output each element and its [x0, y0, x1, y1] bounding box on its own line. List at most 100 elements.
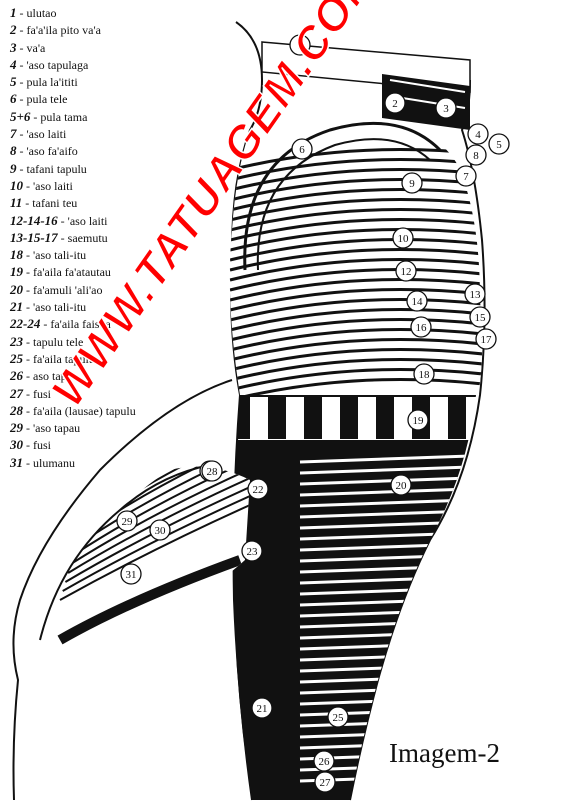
- checker-square: [268, 397, 286, 439]
- callout-number: 15: [475, 312, 487, 324]
- legend-item: 3 - va'a: [10, 39, 210, 56]
- legend-label: - 'aso fa'aifo: [16, 144, 78, 159]
- callout-6: 6: [291, 138, 313, 160]
- callout-number: 21: [257, 703, 268, 715]
- legend-label: - fa'aila tapulu: [23, 351, 95, 366]
- callout-13: 13: [464, 283, 486, 305]
- hip-stripe: [229, 228, 483, 252]
- hip-stripe: [229, 338, 483, 362]
- leg-stripe: [299, 454, 471, 464]
- legend-item: 13-15-17 - saemutu: [10, 229, 210, 246]
- legend-item: 12-14-16 - 'aso laiti: [10, 212, 210, 229]
- callout-number: 1: [297, 40, 303, 52]
- checker-square: [250, 397, 268, 439]
- legend-item: 1 - ulutao: [10, 4, 210, 21]
- legend-label: - 'aso laiti: [16, 127, 67, 142]
- legend-label: - aso tapau: [23, 369, 78, 384]
- callout-22: 22: [247, 478, 269, 500]
- checker-square: [322, 397, 340, 439]
- legend-label: - fa'aila faisua: [40, 317, 111, 332]
- callout-number: 6: [299, 144, 305, 156]
- legend-label: - fa'aila fa'atautau: [23, 265, 111, 280]
- callout-circle: [465, 144, 487, 166]
- callout-number: 31: [126, 569, 137, 581]
- legend-number: 27: [10, 385, 23, 401]
- legend-label: - fa'aila (lausae) tapulu: [23, 403, 136, 418]
- legend-item: 27 - fusi: [10, 385, 210, 402]
- legend-number: 29: [10, 420, 23, 436]
- back-leg-stripe: [70, 468, 250, 565]
- legend-item: 2 - fa'a'ila pito va'a: [10, 21, 210, 38]
- legend-item: 4 - 'aso tapulaga: [10, 56, 210, 73]
- legend-number: 13-15-17: [10, 229, 58, 245]
- callout-circle: [395, 260, 417, 282]
- callout-2: 2: [384, 92, 406, 114]
- callout-circle: [116, 510, 138, 532]
- legend-number: 9: [10, 160, 17, 176]
- hip-stripe: [229, 308, 483, 332]
- legend-item: 28 - fa'aila (lausae) tapulu: [10, 402, 210, 419]
- leg-stripe: [299, 498, 471, 508]
- legend-label: - 'aso laiti: [57, 213, 108, 228]
- legend-item: 9 - tafani tapulu: [10, 160, 210, 177]
- callout-number: 22: [253, 484, 264, 496]
- callout-number: 29: [122, 516, 134, 528]
- legend-number: 28: [10, 402, 23, 418]
- legend-item: 10 - 'aso laiti: [10, 177, 210, 194]
- hip-pattern: [229, 119, 483, 395]
- legend-number: 26: [10, 368, 23, 384]
- checker-square: [430, 397, 448, 439]
- callout-31: 31: [120, 563, 142, 585]
- callout-26: 26: [313, 750, 335, 772]
- legend-number: 8: [10, 143, 17, 159]
- callout-circle: [313, 750, 335, 772]
- legend-item: 25 - fa'aila tapulu: [10, 350, 210, 367]
- legend-label: - fusi: [23, 438, 51, 453]
- back-leg-stripe: [94, 466, 250, 484]
- leg-stripe: [299, 487, 471, 497]
- checker-square: [394, 397, 412, 439]
- hip-stripe: [229, 328, 483, 352]
- legend-number: 5: [10, 74, 17, 90]
- callout-circle: [488, 133, 510, 155]
- callout-circle: [407, 409, 429, 431]
- legend-item: 5+6 - pula tama: [10, 108, 210, 125]
- legend-item: 5 - pula la'ititi: [10, 73, 210, 90]
- hip-stripe: [229, 258, 483, 282]
- callout-circle: [469, 306, 491, 328]
- checker-square: [358, 397, 376, 439]
- legend-label: - fa'a'ila pito va'a: [16, 23, 101, 38]
- legend-item: 7 - 'aso laiti: [10, 125, 210, 142]
- legend-label: - fusi: [23, 386, 51, 401]
- legend-item: 29 - 'aso tapau: [10, 419, 210, 436]
- legend-item: 21 - 'aso tali-itu: [10, 298, 210, 315]
- callout-29: 29: [116, 510, 138, 532]
- callout-circle: [455, 165, 477, 187]
- callout-21: 21: [251, 697, 273, 719]
- leg-stripe: [299, 465, 471, 475]
- hip-stripe: [229, 288, 483, 312]
- callout-number: 17: [481, 334, 493, 346]
- legend-label: - tapulu tele: [23, 334, 84, 349]
- legend-number: 31: [10, 454, 23, 470]
- legend-label: - tafani tapulu: [16, 161, 87, 176]
- callout-9: 9: [401, 172, 423, 194]
- callout-1: 1: [289, 34, 311, 56]
- legend-number: 5+6: [10, 108, 31, 124]
- callout-25: 25: [327, 706, 349, 728]
- legend-number: 6: [10, 91, 17, 107]
- callout-number: 18: [419, 369, 431, 381]
- checker-square: [286, 397, 304, 439]
- callout-number: 7: [463, 171, 469, 183]
- legend-label: - 'aso laiti: [23, 178, 73, 193]
- legend-number: 3: [10, 39, 17, 55]
- legend-label: - pula la'ititi: [16, 75, 78, 90]
- callout-19: 19: [407, 409, 429, 431]
- legend-label: - 'aso tapau: [23, 421, 81, 436]
- callout-circle: [241, 540, 263, 562]
- leg-stripe: [299, 509, 471, 519]
- legend-label: - pula tele: [16, 92, 68, 107]
- legend-number: 25: [10, 350, 23, 366]
- callout-15: 15: [469, 306, 491, 328]
